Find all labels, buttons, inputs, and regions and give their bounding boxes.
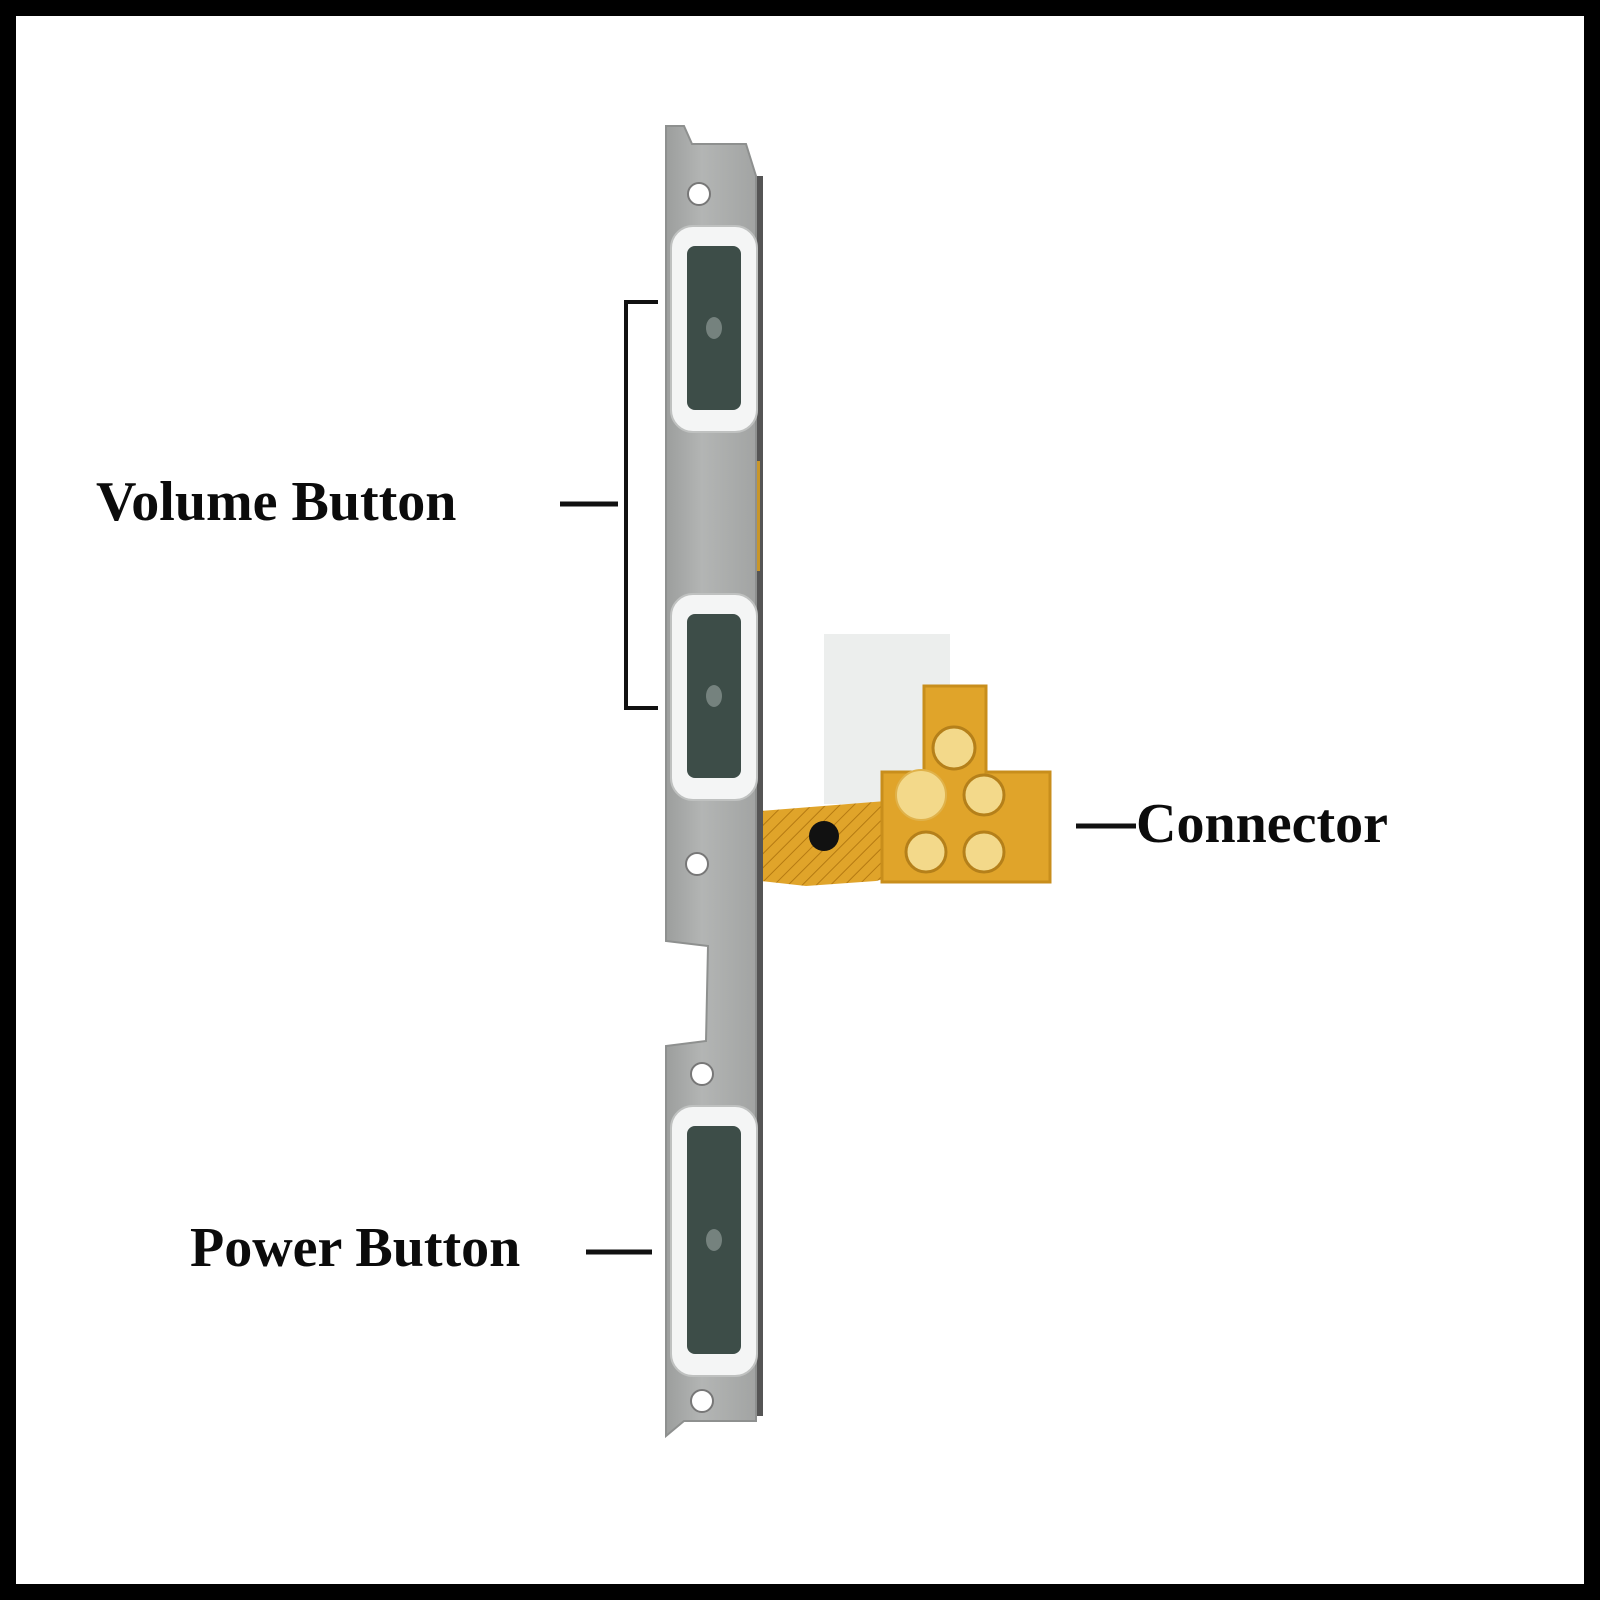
diagram-frame: Volume Button Power Button Connector bbox=[16, 16, 1584, 1584]
flex-via bbox=[809, 821, 839, 851]
volume-button-label: Volume Button bbox=[96, 471, 457, 533]
contact-pad bbox=[962, 830, 1006, 874]
bracket-edge-strip bbox=[755, 176, 763, 1416]
contact-pads bbox=[895, 725, 1006, 874]
volume-down-key bbox=[670, 593, 758, 801]
power-button-label: Power Button bbox=[190, 1217, 521, 1279]
power-key bbox=[670, 1105, 758, 1377]
contact-pad bbox=[962, 773, 1006, 817]
contact-pad bbox=[931, 725, 977, 771]
flex-tail bbox=[761, 801, 916, 886]
connector-label: Connector bbox=[1136, 793, 1388, 855]
mounting-holes bbox=[685, 182, 714, 1413]
volume-bracket-line bbox=[624, 300, 658, 710]
contact-pad bbox=[895, 769, 947, 821]
contact-pad bbox=[904, 830, 948, 874]
flex-cable-illustration bbox=[560, 125, 1136, 1439]
volume-up-key bbox=[670, 225, 758, 433]
